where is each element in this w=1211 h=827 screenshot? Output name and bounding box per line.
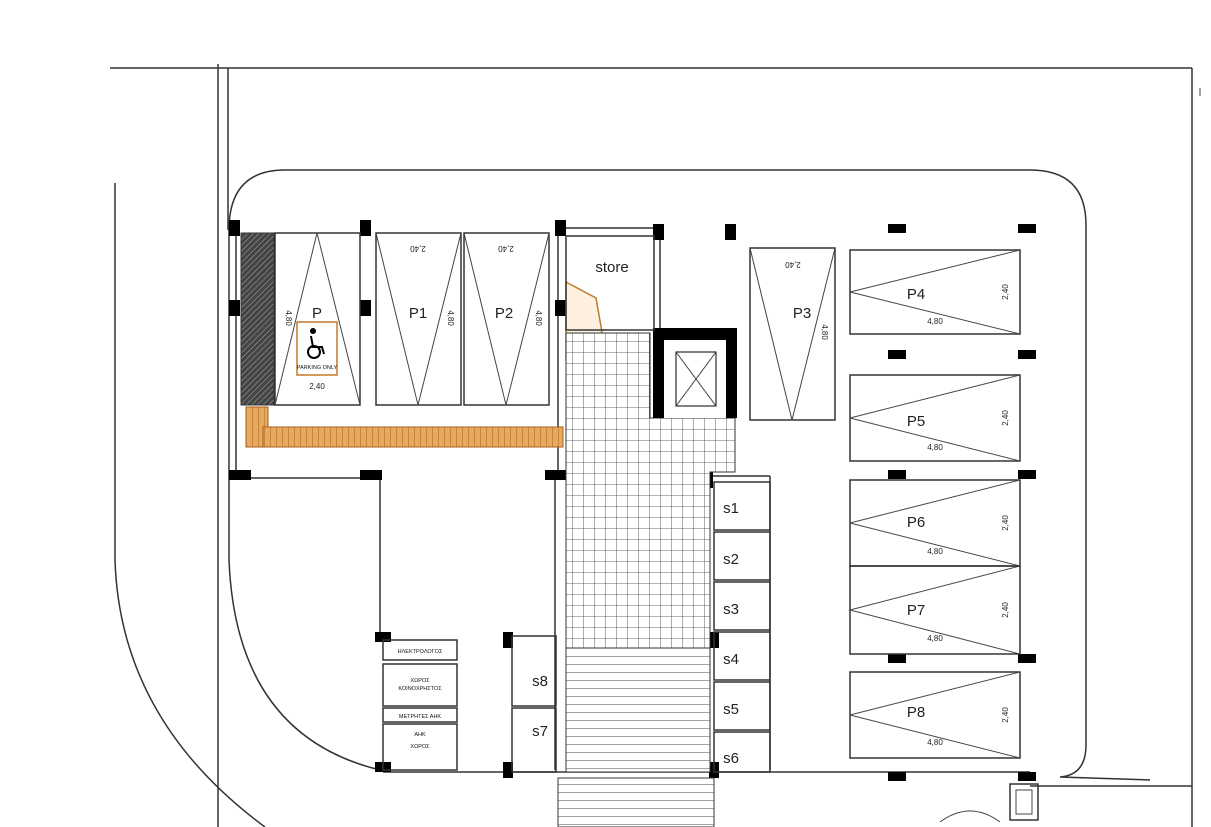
bay-width: 2,40 [1001, 515, 1010, 531]
accessible-sign-text: PARKING ONLY [297, 365, 338, 371]
room-ahk-1: ΑΗΚ [414, 732, 426, 738]
parking-bay-p3: P3 2,40 4,80 [749, 247, 836, 421]
parking-bay-p7: P7 4,80 2,40 [848, 565, 1021, 655]
bay-width: 2,40 [1001, 284, 1010, 300]
storage-label-s4: s4 [723, 651, 739, 668]
parking-bay-p6: P6 4,80 2,40 [849, 479, 1021, 567]
lift-core [653, 328, 737, 418]
bay-length: 4,80 [927, 738, 943, 747]
room-electric: ΗΛΕΚΤΡΟΛΟΓΟΣ [398, 649, 443, 655]
bay-width: 2,40 [785, 260, 801, 269]
parking-bay-p: P 2,40 4,80 [274, 232, 361, 406]
storage-label-s3: s3 [723, 601, 739, 618]
bay-width: 2,40 [1001, 410, 1010, 426]
bay-width: 2,40 [1001, 707, 1010, 723]
bay-length: 4,80 [534, 310, 543, 326]
store-room: store [565, 235, 655, 331]
bay-width: 2,40 [498, 244, 514, 253]
walkway-ramp [245, 406, 564, 448]
bay-length: 4,80 [446, 310, 455, 326]
bay-label: P7 [907, 602, 925, 619]
storage-label-s7: s7 [532, 723, 548, 740]
wheelchair-icon [310, 328, 316, 334]
room-common-2: ΚΟΙΝΟΧΡΗΣΤΟΣ [398, 686, 442, 692]
storage-units-right: s1 s2 s3 s4 s5 s6 [713, 481, 771, 773]
store-label: store [595, 259, 628, 276]
bay-width: 2,40 [410, 244, 426, 253]
bay-length: 4,80 [927, 547, 943, 556]
bay-length: 4,80 [927, 443, 943, 452]
parking-bay-p8: P8 4,80 2,40 [849, 671, 1021, 759]
bay-label: P2 [495, 305, 513, 322]
bay-length: 4,80 [284, 310, 293, 326]
bay-label: P3 [793, 305, 811, 322]
parking-bay-p1: P1 2,40 4,80 [375, 232, 462, 406]
parking-bay-p4: P4 4,80 2,40 [849, 249, 1021, 335]
bay-length: 4,80 [927, 634, 943, 643]
storage-label-s5: s5 [723, 701, 739, 718]
room-ahk-2: ΧΩΡΟΣ [410, 744, 430, 750]
hatched-wall [240, 232, 275, 406]
storage-label-s6: s6 [723, 750, 739, 767]
parking-bay-p2: P2 2,40 4,80 [463, 232, 550, 406]
site-boundary [110, 64, 1201, 827]
bay-width: 2,40 [1001, 602, 1010, 618]
bay-label: P4 [907, 286, 925, 303]
storage-label-s2: s2 [723, 551, 739, 568]
bay-label: P6 [907, 514, 925, 531]
storage-units-left: s8 s7 [511, 635, 557, 773]
columns [229, 220, 1036, 781]
bay-width: 2,40 [309, 382, 325, 391]
bay-label: P8 [907, 704, 925, 721]
storage-label-s1: s1 [723, 500, 739, 517]
bay-label: P [312, 305, 322, 322]
parking-bay-p5: P5 4,80 2,40 [849, 374, 1021, 462]
entrance-stairs [557, 647, 715, 827]
bay-length: 4,80 [820, 324, 829, 340]
bay-label: P1 [409, 305, 427, 322]
bay-length: 4,80 [927, 317, 943, 326]
utility-box [939, 783, 1192, 823]
service-rooms: ΗΛΕΚΤΡΟΛΟΓΟΣ ΧΩΡΟΣ ΚΟΙΝΟΧΡΗΣΤΟΣ ΜΕΤΡΗΤΕΣ… [382, 639, 458, 771]
accessible-sign: PARKING ONLY [296, 321, 338, 376]
room-meters: ΜΕΤΡΗΤΕΣ ΑΗΚ [399, 714, 442, 720]
storage-label-s8: s8 [532, 673, 548, 690]
room-common-1: ΧΩΡΟΣ [410, 678, 430, 684]
bay-label: P5 [907, 413, 925, 430]
